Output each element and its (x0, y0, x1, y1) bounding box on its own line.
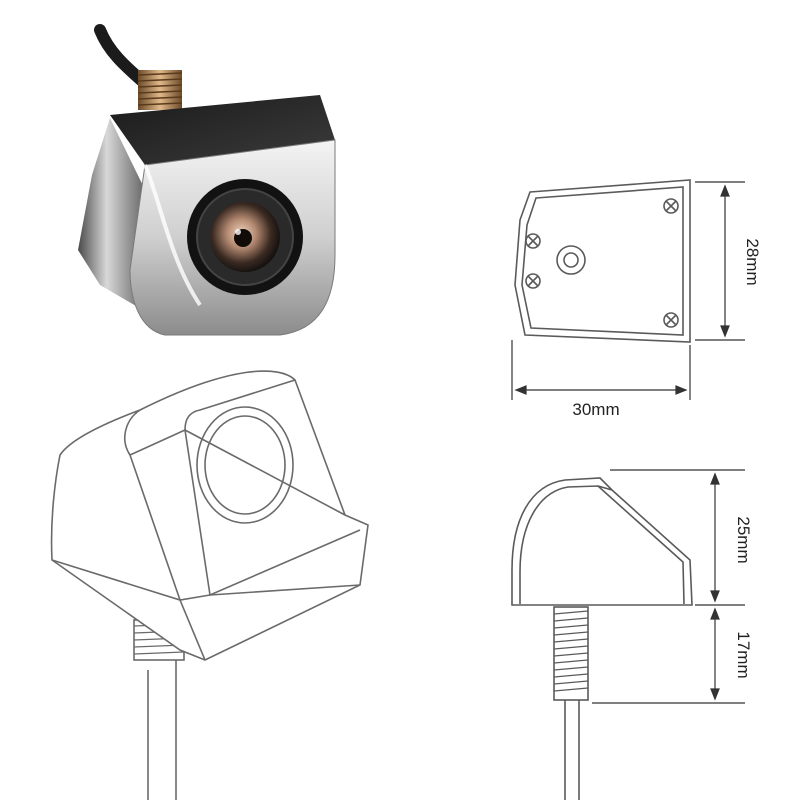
width-dimension (511, 340, 691, 400)
body-height-label: 25mm (734, 516, 753, 563)
screw-icon (663, 312, 679, 328)
height-label: 28mm (743, 238, 762, 285)
side-view-drawing (511, 477, 693, 800)
screw-icon (525, 233, 541, 249)
cable-hole-icon (556, 245, 586, 275)
thread-length-dimension (592, 607, 745, 704)
thread-length-label: 17mm (734, 631, 753, 678)
screw-icon (525, 273, 541, 289)
height-dimension (695, 181, 745, 341)
width-label: 30mm (572, 400, 619, 419)
camera-photo (78, 24, 336, 336)
body-height-dimension (610, 469, 745, 606)
front-view-drawing (514, 179, 691, 343)
camera-line-drawing (50, 370, 369, 800)
screw-icon (663, 198, 679, 214)
